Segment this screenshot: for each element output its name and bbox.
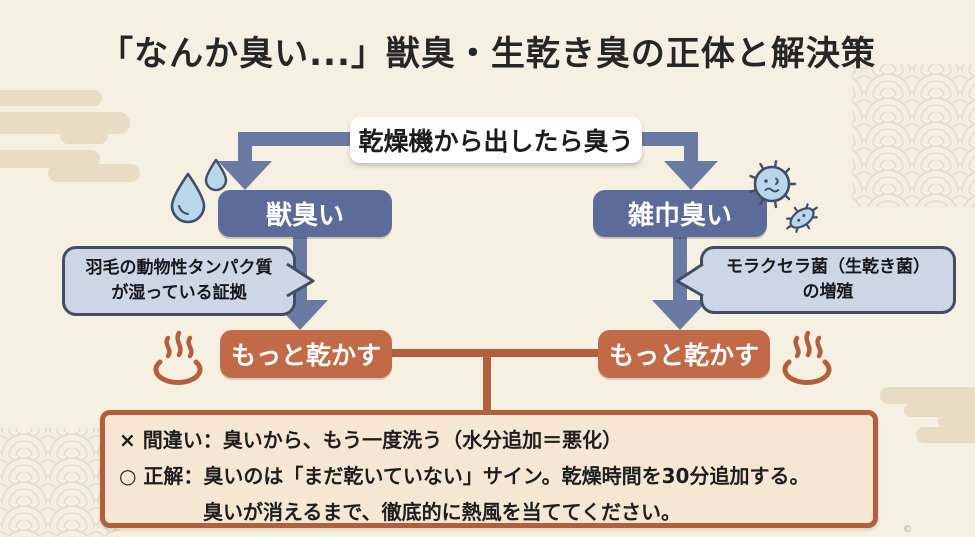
connector-actions-to-answer [390,349,600,414]
answer-wrong-line: × 間違い：臭いから、もう一度洗う（水分追加＝悪化） [119,428,623,452]
hot-spring-icon-right [782,330,832,385]
right-cause-line2: の増殖 [802,282,854,302]
right-action-label: もっと乾かす [608,341,759,370]
wave-pattern-top-right [852,64,975,207]
arrow-root-to-right-icon [664,132,718,190]
left-smell-label: 獣臭い [265,201,344,231]
right-cause-bubble: モラクセラ菌（生乾き菌） の増殖 [700,246,956,314]
left-action-box: もっと乾かす [220,330,392,378]
right-cause-line1: モラクセラ菌（生乾き菌） [726,257,930,278]
right-smell-label: 雑巾臭い [627,201,732,231]
germ-icon [749,160,818,233]
water-drops-icon [170,158,228,224]
root-symptom-label: 乾燥機から出したら臭う [358,127,634,156]
cloud-decoration-right [880,387,975,443]
answer-box: × 間違い：臭いから、もう一度洗う（水分追加＝悪化） ○ 正解：臭いのは「まだ乾… [100,410,878,528]
watermark: © [903,525,913,535]
answer-correct-line1: ○ 正解：臭いのは「まだ乾いていない」サイン。乾燥時間を30分追加する。 [119,464,810,488]
cloud-decoration-top-left [0,90,140,182]
page-title: 「なんか臭い...」獣臭・生乾き臭の正体と解決策 [99,34,876,74]
right-smell-box: 雑巾臭い [593,190,767,237]
left-cause-line1: 羽毛の動物性タンパク質 [85,258,273,279]
left-cause-line2: が湿っている証拠 [111,283,247,303]
hot-spring-icon-left [153,330,203,385]
left-smell-box: 獣臭い [218,190,392,237]
right-action-box: もっと乾かす [598,330,770,378]
root-symptom-box: 乾燥機から出したら臭う [350,117,642,163]
left-action-label: もっと乾かす [230,341,381,370]
left-cause-bubble: 羽毛の動物性タンパク質 が湿っている証拠 [62,246,296,316]
answer-correct-line2: 臭いが消えるまで、徹底的に熱風を当ててください。 [203,500,681,524]
